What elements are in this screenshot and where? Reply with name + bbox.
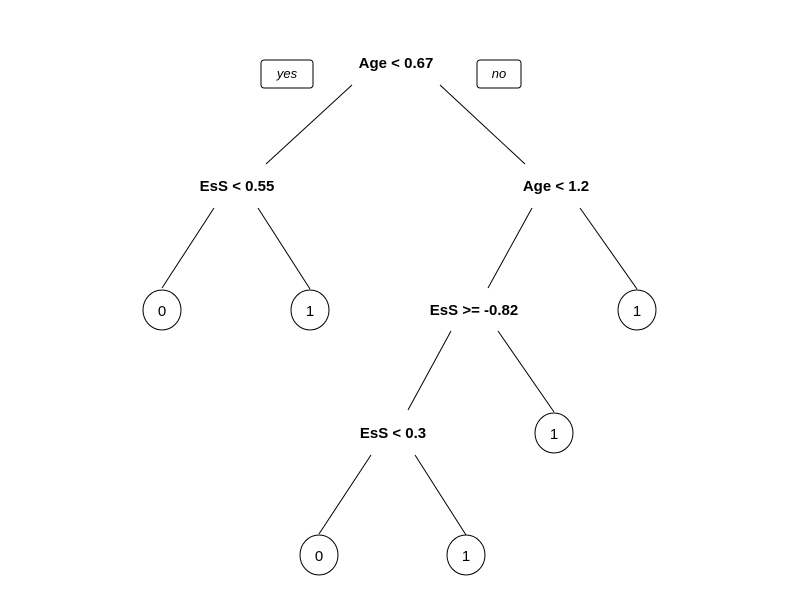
split-root: Age < 0.67 — [359, 55, 434, 72]
leaf-right-left-left-right-label: 1 — [462, 548, 470, 565]
edge-right-rightleft — [487, 207, 533, 289]
leaf-right-left-left-left: 0 — [299, 534, 339, 576]
branch-no-label: no — [492, 66, 506, 81]
leaf-right-left-right-label: 1 — [550, 426, 558, 443]
split-left: EsS < 0.55 — [200, 178, 275, 195]
edge-rightleft-leaf1 — [497, 330, 555, 413]
branch-yes-label: yes — [276, 66, 298, 81]
leaf-left-left-label: 0 — [158, 303, 166, 320]
leaf-right-left-left-right: 1 — [446, 534, 486, 576]
split-right-left: EsS >= -0.82 — [430, 302, 518, 319]
tree-edges — [161, 84, 638, 536]
leaf-right-left-right: 1 — [534, 412, 574, 454]
leaf-right-right: 1 — [617, 289, 657, 331]
edge-rll-leaf0 — [318, 454, 372, 535]
branch-yes-box: yes — [260, 59, 314, 89]
leaf-left-left: 0 — [142, 289, 182, 331]
edge-root-left — [265, 84, 353, 165]
edge-rightleft-rll — [407, 330, 452, 411]
leaf-right-right-label: 1 — [633, 303, 641, 320]
split-right-left-left: EsS < 0.3 — [360, 425, 426, 442]
edge-root-right — [439, 84, 526, 165]
edge-rll-leaf1 — [414, 454, 467, 536]
leaf-right-left-left-left-label: 0 — [315, 548, 323, 565]
branch-no-box: no — [476, 59, 522, 89]
leaf-left-right: 1 — [290, 289, 330, 331]
split-right: Age < 1.2 — [523, 178, 589, 195]
edge-left-leaf1 — [257, 207, 311, 290]
leaf-left-right-label: 1 — [306, 303, 314, 320]
edge-left-leaf0 — [161, 207, 215, 289]
edge-right-leaf1 — [579, 207, 638, 290]
